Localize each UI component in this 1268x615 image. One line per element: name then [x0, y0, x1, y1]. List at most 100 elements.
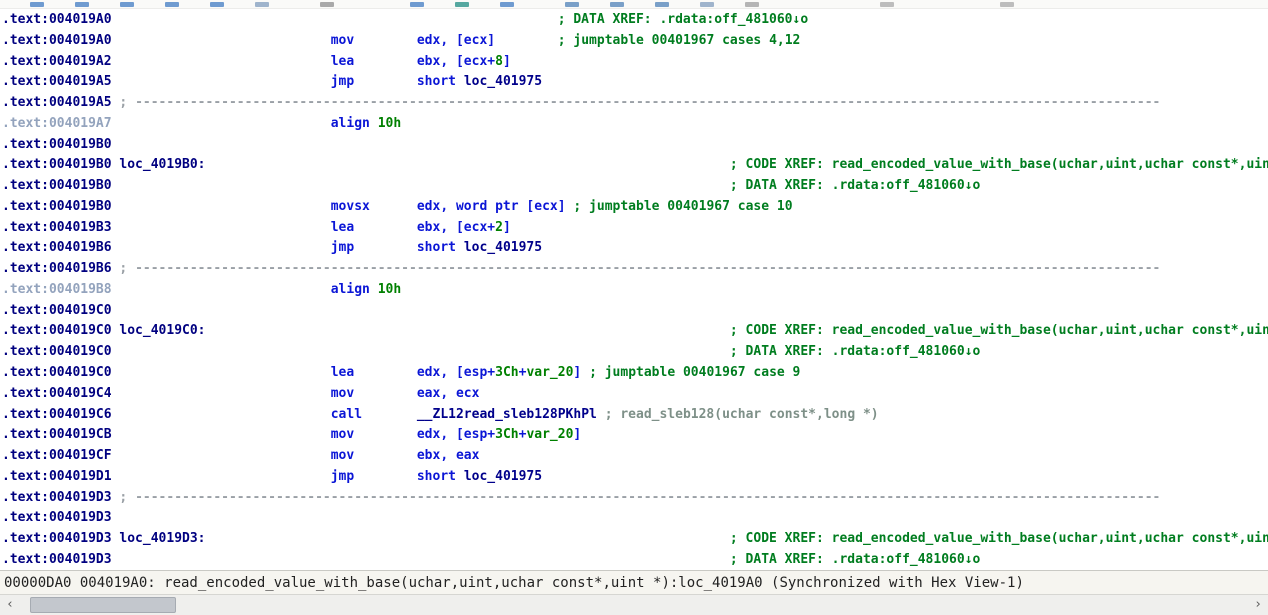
scroll-left-icon[interactable]: ‹ [6, 597, 14, 612]
listing-line[interactable]: .text:004019B0 movsx edx, word ptr [ecx]… [2, 197, 1268, 218]
label[interactable]: loc_4019D3: [119, 531, 206, 547]
listing-line[interactable]: .text:004019A5 ; -----------------------… [2, 93, 1268, 114]
padding [206, 157, 730, 172]
padding [354, 33, 417, 48]
toolbar-icon-fragment [320, 2, 334, 7]
scroll-right-icon[interactable]: › [1254, 597, 1262, 612]
name[interactable]: loc_401975 [463, 468, 543, 484]
address: .text:004019CF [2, 448, 112, 464]
padding [362, 407, 417, 422]
padding [112, 282, 331, 297]
comment: ; jumptable 00401967 case 10 [573, 198, 793, 214]
listing-line[interactable]: .text:004019C6 call __ZL12read_sleb128PK… [2, 405, 1268, 426]
number: 10h [377, 281, 402, 297]
code: lea [330, 53, 355, 69]
code: + [518, 365, 527, 381]
address: .text:004019A0 [2, 32, 112, 48]
code: mov [330, 385, 355, 401]
listing-line[interactable]: .text:004019C0 loc_4019C0: ; CODE XREF: … [2, 321, 1268, 342]
separator: ; [119, 261, 136, 277]
address-grayed: .text:004019B8 [2, 281, 112, 297]
listing-line[interactable]: .text:004019CF mov ebx, eax [2, 446, 1268, 467]
separator: ; [119, 489, 136, 505]
listing-line[interactable]: .text:004019B6 jmp short loc_401975 [2, 238, 1268, 259]
toolbar-icon-fragment [455, 2, 469, 7]
listing-line[interactable]: .text:004019C4 mov eax, ecx [2, 384, 1268, 405]
code: mov [330, 427, 355, 443]
toolbar-icon-fragment [255, 2, 269, 7]
padding [112, 552, 730, 567]
number: 10h [377, 115, 402, 131]
listing-line[interactable]: .text:004019B8 align 10h [2, 280, 1268, 301]
padding [354, 448, 417, 463]
code: align [330, 281, 378, 297]
listing-line[interactable]: .text:004019B3 lea ebx, [ecx+2] [2, 218, 1268, 239]
address: .text:004019D3 [2, 489, 112, 505]
address: .text:004019B0 [2, 178, 112, 194]
listing-line[interactable]: .text:004019B6 ; -----------------------… [2, 259, 1268, 280]
toolbar-icon-fragment [610, 2, 624, 7]
toolbar-icon-fragment [210, 2, 224, 7]
comment: ; CODE XREF: read_encoded_value_with_bas… [729, 323, 1268, 339]
toolbar-icon-fragment [565, 2, 579, 7]
address: .text:004019B0 [2, 136, 112, 152]
address: .text:004019C0 [2, 365, 112, 381]
padding [206, 323, 730, 338]
padding [354, 469, 417, 484]
listing-line[interactable]: .text:004019C0 [2, 301, 1268, 322]
listing-line[interactable]: .text:004019B0 loc_4019B0: ; CODE XREF: … [2, 155, 1268, 176]
listing-line[interactable]: .text:004019B0 ; DATA XREF: .rdata:off_4… [2, 176, 1268, 197]
listing-line[interactable]: .text:004019D1 jmp short loc_401975 [2, 467, 1268, 488]
name[interactable]: loc_401975 [463, 74, 543, 90]
address: .text:004019D3 [2, 551, 112, 567]
code: call [330, 406, 363, 422]
code: movsx [330, 198, 370, 214]
separator-dashes: ----------------------------------------… [135, 261, 1161, 277]
address: .text:004019D3 [2, 510, 112, 526]
listing-line[interactable]: .text:004019C0 lea edx, [esp+3Ch+var_20]… [2, 363, 1268, 384]
address: .text:004019B0 [2, 198, 112, 214]
listing-line[interactable]: .text:004019A7 align 10h [2, 114, 1268, 135]
listing-line[interactable]: .text:004019D3 loc_4019D3: ; CODE XREF: … [2, 529, 1268, 550]
listing-line[interactable]: .text:004019A0 ; DATA XREF: .rdata:off_4… [2, 10, 1268, 31]
code: jmp [330, 240, 355, 256]
toolbar-icon-fragment [1000, 2, 1014, 7]
disassembly-listing[interactable]: .text:004019A0 ; DATA XREF: .rdata:off_4… [0, 9, 1268, 570]
toolbar-icon-fragment [745, 2, 759, 7]
listing-line[interactable]: .text:004019CB mov edx, [esp+3Ch+var_20] [2, 425, 1268, 446]
listing-line[interactable]: .text:004019C0 ; DATA XREF: .rdata:off_4… [2, 342, 1268, 363]
padding [354, 74, 417, 89]
address: .text:004019D3 [2, 531, 112, 547]
listing-line[interactable]: .text:004019A2 lea ebx, [ecx+8] [2, 52, 1268, 73]
name[interactable]: loc_401975 [463, 240, 543, 256]
padding [112, 448, 331, 463]
listing-line[interactable]: .text:004019A5 jmp short loc_401975 [2, 72, 1268, 93]
label[interactable]: loc_4019B0: [119, 157, 206, 173]
listing-line[interactable]: .text:004019B0 [2, 135, 1268, 156]
address: .text:004019B6 [2, 240, 112, 256]
scrollbar-thumb[interactable] [30, 597, 176, 613]
number: 3Ch [495, 365, 519, 381]
name[interactable]: __ZL12read_sleb128PKhPl [416, 406, 597, 422]
padding [354, 365, 417, 380]
listing-line[interactable]: .text:004019D3 [2, 508, 1268, 529]
padding [354, 54, 417, 69]
address: .text:004019C0 [2, 302, 112, 318]
toolbar-icon-fragment [30, 2, 44, 7]
address-grayed: .text:004019A7 [2, 115, 112, 131]
status-bar: 00000DA0 004019A0: read_encoded_value_wi… [0, 570, 1268, 594]
listing-line[interactable]: .text:004019D3 ; -----------------------… [2, 488, 1268, 509]
listing-line[interactable]: .text:004019A0 mov edx, [ecx] ; jumptabl… [2, 31, 1268, 52]
comment: ; CODE XREF: read_encoded_value_with_bas… [729, 157, 1268, 173]
code: + [518, 427, 527, 443]
listing-line[interactable]: .text:004019D3 ; DATA XREF: .rdata:off_4… [2, 550, 1268, 570]
code: eax, ecx [416, 385, 480, 401]
horizontal-scrollbar[interactable]: ‹ › [0, 594, 1268, 615]
padding [112, 365, 331, 380]
padding [495, 33, 558, 48]
toolbar-icon-fragment [410, 2, 424, 7]
code: jmp [330, 468, 355, 484]
padding [112, 386, 331, 401]
label[interactable]: loc_4019C0: [119, 323, 206, 339]
number: 2 [495, 219, 503, 235]
